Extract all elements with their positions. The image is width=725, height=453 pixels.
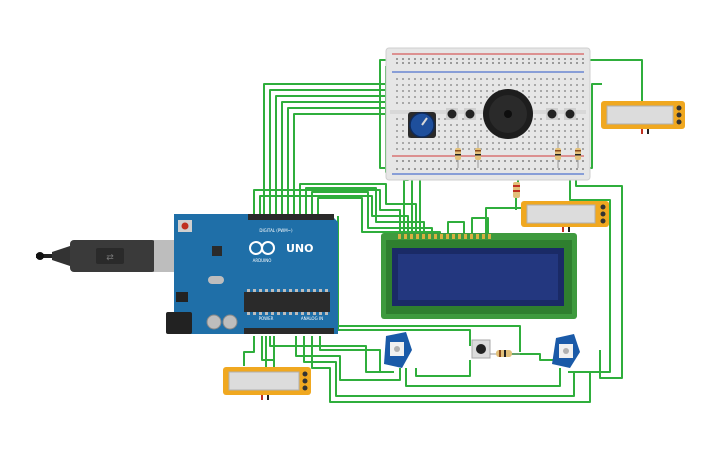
analog-pins-label: ANALOG IN xyxy=(301,316,323,321)
resistor-icon xyxy=(475,140,481,168)
push-button-icon[interactable] xyxy=(546,108,558,120)
buzzer-icon[interactable] xyxy=(483,89,533,139)
resistor-icon xyxy=(575,140,581,168)
lcd-pins xyxy=(398,234,491,239)
resistor-icon xyxy=(513,182,520,198)
push-button-icon[interactable] xyxy=(471,339,491,359)
push-button-icon[interactable] xyxy=(564,108,576,120)
digital-pins-label: DIGITAL (PWM~) xyxy=(259,228,293,233)
push-button-icon[interactable] xyxy=(446,108,458,120)
arduino-brand-text: ARDUINO xyxy=(253,258,272,263)
lcd-display xyxy=(381,233,577,319)
push-button-icon[interactable] xyxy=(464,108,476,120)
arduino-logo: ARDUINO UNO xyxy=(249,241,314,263)
resistor-icon xyxy=(455,140,461,168)
multimeter-bottom[interactable] xyxy=(223,367,311,400)
usb-cable-icon: ⇄ xyxy=(36,240,188,272)
sensor-left[interactable] xyxy=(384,332,412,368)
potentiometer-icon[interactable] xyxy=(408,112,436,138)
resistor-icon xyxy=(555,140,561,168)
multimeter-middle[interactable] xyxy=(521,201,609,232)
arduino-board: ⇄ ARDUINO UNO DIGITAL (PWM~) POWER ANALO… xyxy=(36,214,338,334)
analog-power-header xyxy=(244,328,334,334)
chip-pins xyxy=(247,289,328,315)
microcontroller-chip xyxy=(244,292,330,312)
multimeter-right[interactable] xyxy=(601,101,685,134)
digital-header xyxy=(248,214,334,220)
arduino-model-text: UNO xyxy=(286,242,314,255)
breadboard xyxy=(385,47,591,181)
power-pins-label: POWER xyxy=(259,316,274,321)
svg-text:⇄: ⇄ xyxy=(106,253,114,263)
sensor-right[interactable] xyxy=(552,334,580,368)
resistor-icon xyxy=(490,350,520,357)
